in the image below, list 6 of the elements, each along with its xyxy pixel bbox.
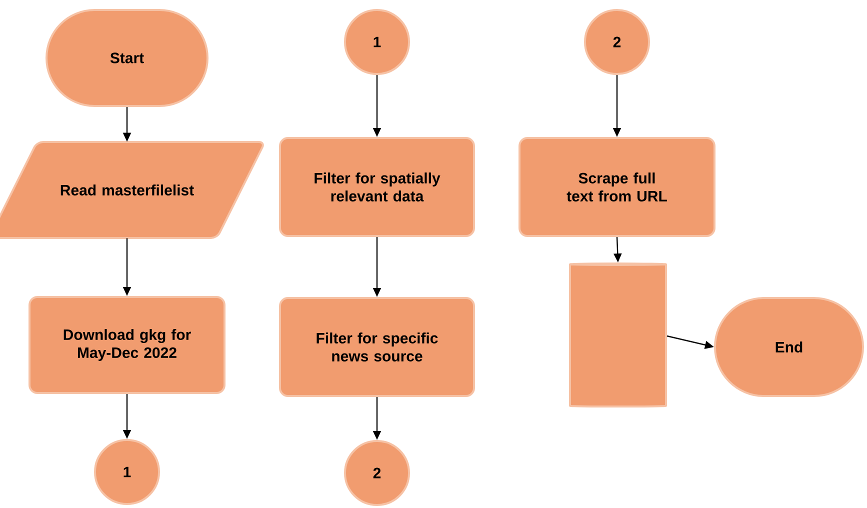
- process-box: Filter for spatially relevant data: [279, 137, 475, 237]
- process-box: Scrape full text from URL: [518, 137, 716, 237]
- input-parallelogram: Read masterfilelist: [0, 141, 264, 239]
- database-cylinder: [569, 262, 667, 408]
- process-box: Download gkg for May-Dec 2022: [28, 296, 226, 394]
- process-box: Filter for specific news source: [279, 297, 475, 397]
